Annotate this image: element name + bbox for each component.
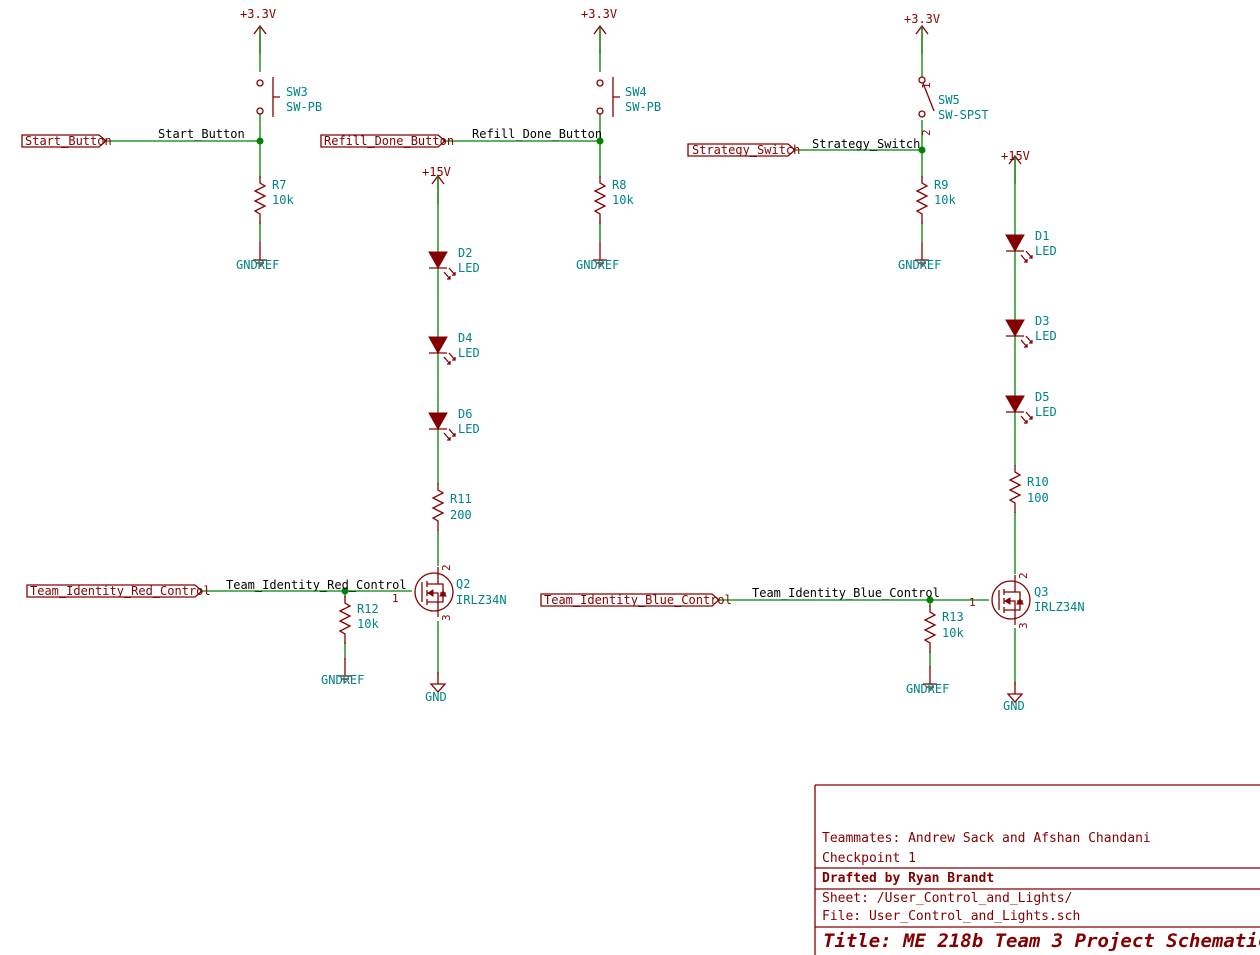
gndref-label: GNDREF xyxy=(898,258,941,272)
resistor-ref: R7 xyxy=(272,178,286,192)
start-button-circuit: +3.3V SW3 SW-PB Start_Button R7 10k GNDR… xyxy=(21,7,322,272)
gndref-label: GNDREF xyxy=(576,258,619,272)
switch-ref: SW3 xyxy=(286,85,308,99)
port-label: Strategy_Switch xyxy=(692,143,800,157)
switch-value: SW-PB xyxy=(286,100,322,114)
resistor-value: 10k xyxy=(272,193,294,207)
title-block-checkpoint: Checkpoint 1 xyxy=(822,851,916,866)
resistor-value: 100 xyxy=(1027,491,1049,505)
gndref-label: GNDREF xyxy=(321,673,364,687)
title-block-drafted: Drafted by Ryan Brandt xyxy=(822,871,994,886)
strategy-switch-circuit: +3.3V 1 2 SW5 SW-SPST Strategy_Switch R9… xyxy=(687,12,989,272)
net-label: Team_Identity_Red_Control xyxy=(226,578,407,592)
title-block: Teammates: Andrew Sack and Afshan Chanda… xyxy=(814,784,1260,955)
mosfet-pin: 3 xyxy=(440,614,453,621)
led-value: LED xyxy=(1035,405,1057,419)
resistor-value: 200 xyxy=(450,508,472,522)
switch-value: SW-PB xyxy=(625,100,661,114)
mosfet-value: IRLZ34N xyxy=(456,593,507,607)
gnd-label: GND xyxy=(425,690,447,704)
resistor-value: 10k xyxy=(934,193,956,207)
port-label: Start_Button xyxy=(25,134,112,148)
junction-dot xyxy=(256,137,264,145)
led-value: LED xyxy=(458,346,480,360)
led-ref: D3 xyxy=(1035,314,1049,328)
net-label: Start_Button xyxy=(158,127,245,141)
net-label: Refill_Done_Button xyxy=(472,127,602,141)
port-team-identity-blue xyxy=(540,593,720,607)
resistor-ref: R13 xyxy=(942,610,964,624)
title-block-file: File: User_Control_and_Lights.sch xyxy=(822,909,1080,924)
port-team-identity-red xyxy=(26,584,203,598)
led-value: LED xyxy=(1035,244,1057,258)
port-label: Team_Identity_Red_Control xyxy=(30,584,211,598)
resistor-ref: R8 xyxy=(612,178,626,192)
port-start-button xyxy=(21,134,107,148)
switch-pin: 2 xyxy=(920,129,933,136)
resistor-ref: R12 xyxy=(357,602,379,616)
gndref-label: GNDREF xyxy=(906,682,949,696)
port-label: Team_Identity_Blue_Control xyxy=(544,593,732,607)
mosfet-ref: Q3 xyxy=(1034,585,1048,599)
power-label-15v: +15V xyxy=(422,165,451,179)
led-ref: D6 xyxy=(458,407,472,421)
resistor-ref: R11 xyxy=(450,492,472,506)
resistor-value: 10k xyxy=(942,626,964,640)
net-label: Team_Identity_Blue_Control xyxy=(752,586,940,600)
mosfet-pin: 3 xyxy=(1017,622,1030,629)
gnd-label: GND xyxy=(1003,699,1025,713)
switch-value: SW-SPST xyxy=(938,108,989,122)
port-label: Refill_Done_Button xyxy=(324,134,454,148)
led-value: LED xyxy=(458,422,480,436)
led-ref: D5 xyxy=(1035,390,1049,404)
switch-ref: SW5 xyxy=(938,93,960,107)
mosfet-ref: Q2 xyxy=(456,577,470,591)
mosfet-value: IRLZ34N xyxy=(1034,600,1085,614)
mosfet-pin: 2 xyxy=(440,564,453,571)
port-refill-done-button xyxy=(320,134,446,148)
refill-done-circuit: +3.3V SW4 SW-PB Refill_Done_Button R8 10… xyxy=(320,7,661,272)
led-value: LED xyxy=(1035,329,1057,343)
switch-pin: 1 xyxy=(920,82,933,89)
led-ref: D1 xyxy=(1035,229,1049,243)
led-value: LED xyxy=(458,261,480,275)
blue-led-circuit: +15V D1 LED D3 LED D5 LED R10 100 2 3 1 … xyxy=(540,149,1085,713)
resistor-ref: R10 xyxy=(1027,475,1049,489)
resistor-value: 10k xyxy=(357,617,379,631)
resistor-value: 10k xyxy=(612,193,634,207)
title-block-title: Title: ME 218b Team 3 Project Schematic xyxy=(823,930,1260,952)
power-label-33v: +3.3V xyxy=(240,7,276,21)
port-strategy-switch xyxy=(687,143,796,157)
power-label-33v: +3.3V xyxy=(581,7,617,21)
gndref-label: GNDREF xyxy=(236,258,279,272)
net-label: Strategy_Switch xyxy=(812,137,920,151)
resistor-ref: R9 xyxy=(934,178,948,192)
mosfet-pin: 1 xyxy=(969,596,976,609)
title-block-teammates: Teammates: Andrew Sack and Afshan Chanda… xyxy=(822,831,1151,846)
mosfet-pin: 2 xyxy=(1017,572,1030,579)
led-ref: D4 xyxy=(458,331,472,345)
red-led-circuit: +15V D2 LED D4 LED D6 LED R11 200 2 3 1 … xyxy=(26,165,507,704)
led-ref: D2 xyxy=(458,246,472,260)
switch-ref: SW4 xyxy=(625,85,647,99)
title-block-sheet: Sheet: /User_Control_and_Lights/ xyxy=(822,891,1072,906)
power-label-33v: +3.3V xyxy=(904,12,940,26)
junction-dot xyxy=(918,146,926,154)
junction-dot xyxy=(596,137,604,145)
mosfet-pin: 1 xyxy=(392,592,399,605)
